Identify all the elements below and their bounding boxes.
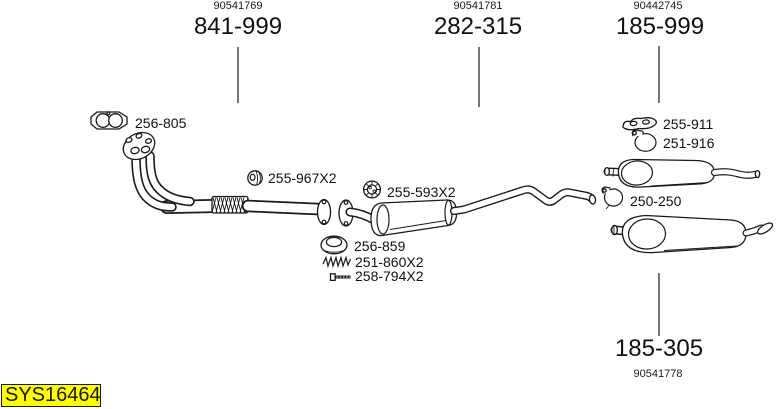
front-downpipe-drawing — [122, 131, 324, 216]
center-section-part-number: 282-315 — [433, 13, 523, 40]
label-rubber-hanger: 255-593X2 — [387, 184, 456, 200]
label-seal-ring: 256-859 — [354, 238, 406, 254]
rear-muffler-part-number: 185-999 — [615, 13, 705, 40]
gasket-icon — [90, 111, 128, 130]
leader-lines — [237, 46, 660, 336]
system-code-badge: SYS16464 — [1, 384, 101, 407]
bracket-icon — [622, 117, 658, 131]
label-bracket: 255-911 — [663, 116, 714, 132]
rear-muffler-alt-oe-number: 90541778 — [633, 368, 683, 380]
rear-muffler-oe-number: 90442745 — [633, 0, 683, 12]
front-flange-icon — [122, 131, 156, 161]
mounting-nut-icon — [247, 170, 263, 186]
spring-icon — [322, 255, 352, 269]
connecting-pipe-drawing — [449, 185, 597, 216]
label-bolt: 258-794X2 — [355, 268, 424, 284]
label-upper-clamp: 251-916 — [663, 135, 715, 151]
rear-muffler-alt-part-number: 185-305 — [614, 335, 704, 362]
joint-flanges-drawing — [316, 198, 379, 227]
label-mid-clamp: 250-250 — [630, 193, 682, 209]
bolt-icon — [329, 273, 351, 282]
label-mounting-nut: 255-967X2 — [268, 170, 337, 186]
label-spring: 251-860X2 — [355, 254, 424, 270]
seal-ring-icon — [320, 235, 348, 255]
rear-muffler-bottom-drawing — [610, 214, 774, 254]
rear-muffler-top-drawing — [603, 158, 761, 188]
front-pipe-oe-number: 90541769 — [213, 0, 263, 12]
center-muffler-drawing — [370, 199, 458, 237]
label-gasket: 256-805 — [135, 115, 187, 131]
center-section-oe-number: 90541781 — [453, 0, 503, 12]
upper-clamp-icon — [631, 129, 657, 152]
mid-clamp-icon — [601, 186, 624, 210]
rubber-hanger-icon — [362, 180, 382, 199]
front-pipe-part-number: 841-999 — [193, 13, 283, 40]
